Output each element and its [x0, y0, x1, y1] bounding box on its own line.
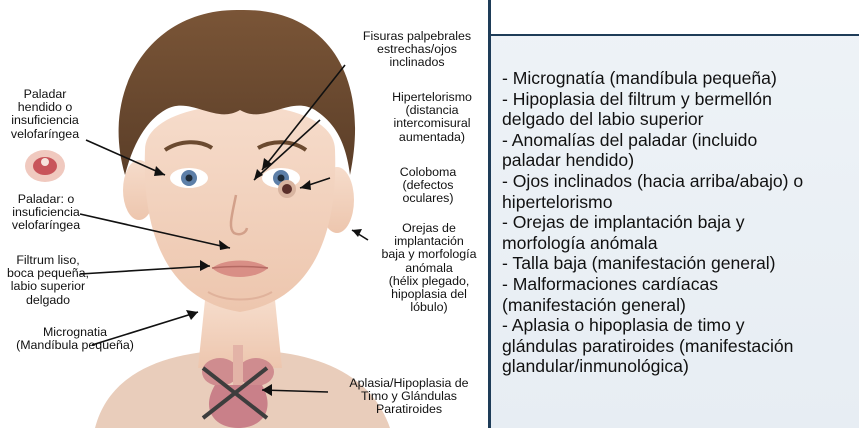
feature-item: - Talla baja (manifestación general)	[502, 253, 857, 274]
panel-divider	[488, 0, 491, 428]
label-paladar-hendido: Paladar hendido o insuficiencia velofarí…	[2, 88, 88, 141]
label-micrognatia: Micrognatia (Mandíbula pequeña)	[0, 326, 150, 352]
feature-item: - Hipoplasia del filtrum y bermellón del…	[502, 89, 857, 130]
label-aplasia: Aplasia/Hipoplasia de Timo y Glándulas P…	[330, 377, 488, 417]
label-coloboma: Coloboma (defectos oculares)	[385, 166, 471, 206]
coloboma-eye-icon	[278, 180, 296, 198]
feature-item: - Anomalías del paladar (incluido palada…	[502, 130, 857, 171]
feature-item: - Aplasia o hipoplasia de timo y glándul…	[502, 315, 857, 377]
label-paladar-o: Paladar: o insuficiencia velofaríngea	[0, 193, 92, 233]
panel-header-bar	[488, 0, 859, 36]
feature-item: - Orejas de implantación baja y morfolog…	[502, 212, 857, 253]
label-hipertelorismo: Hipertelorismo (distancia intercomisural…	[378, 91, 486, 144]
label-filtrum: Filtrum liso, boca pequeña, labio superi…	[0, 254, 96, 307]
feature-panel: - Micrognatía (mandíbula pequeña) - Hipo…	[488, 0, 859, 428]
palate-icon	[25, 150, 65, 182]
label-orejas: Orejas de implantación baja y morfología…	[370, 222, 488, 314]
feature-item: - Ojos inclinados (hacia arriba/abajo) o…	[502, 171, 857, 212]
label-fisuras: Fisuras palpebrales estrechas/ojos incli…	[347, 30, 487, 70]
syndrome-figure: Paladar hendido o insuficiencia velofarí…	[0, 0, 488, 428]
face	[145, 105, 336, 312]
feature-item: - Malformaciones cardíacas (manifestació…	[502, 274, 857, 315]
feature-item: - Micrognatía (mandíbula pequeña)	[502, 68, 857, 89]
left-eye	[170, 168, 208, 188]
feature-list: - Micrognatía (mandíbula pequeña) - Hipo…	[502, 68, 857, 377]
